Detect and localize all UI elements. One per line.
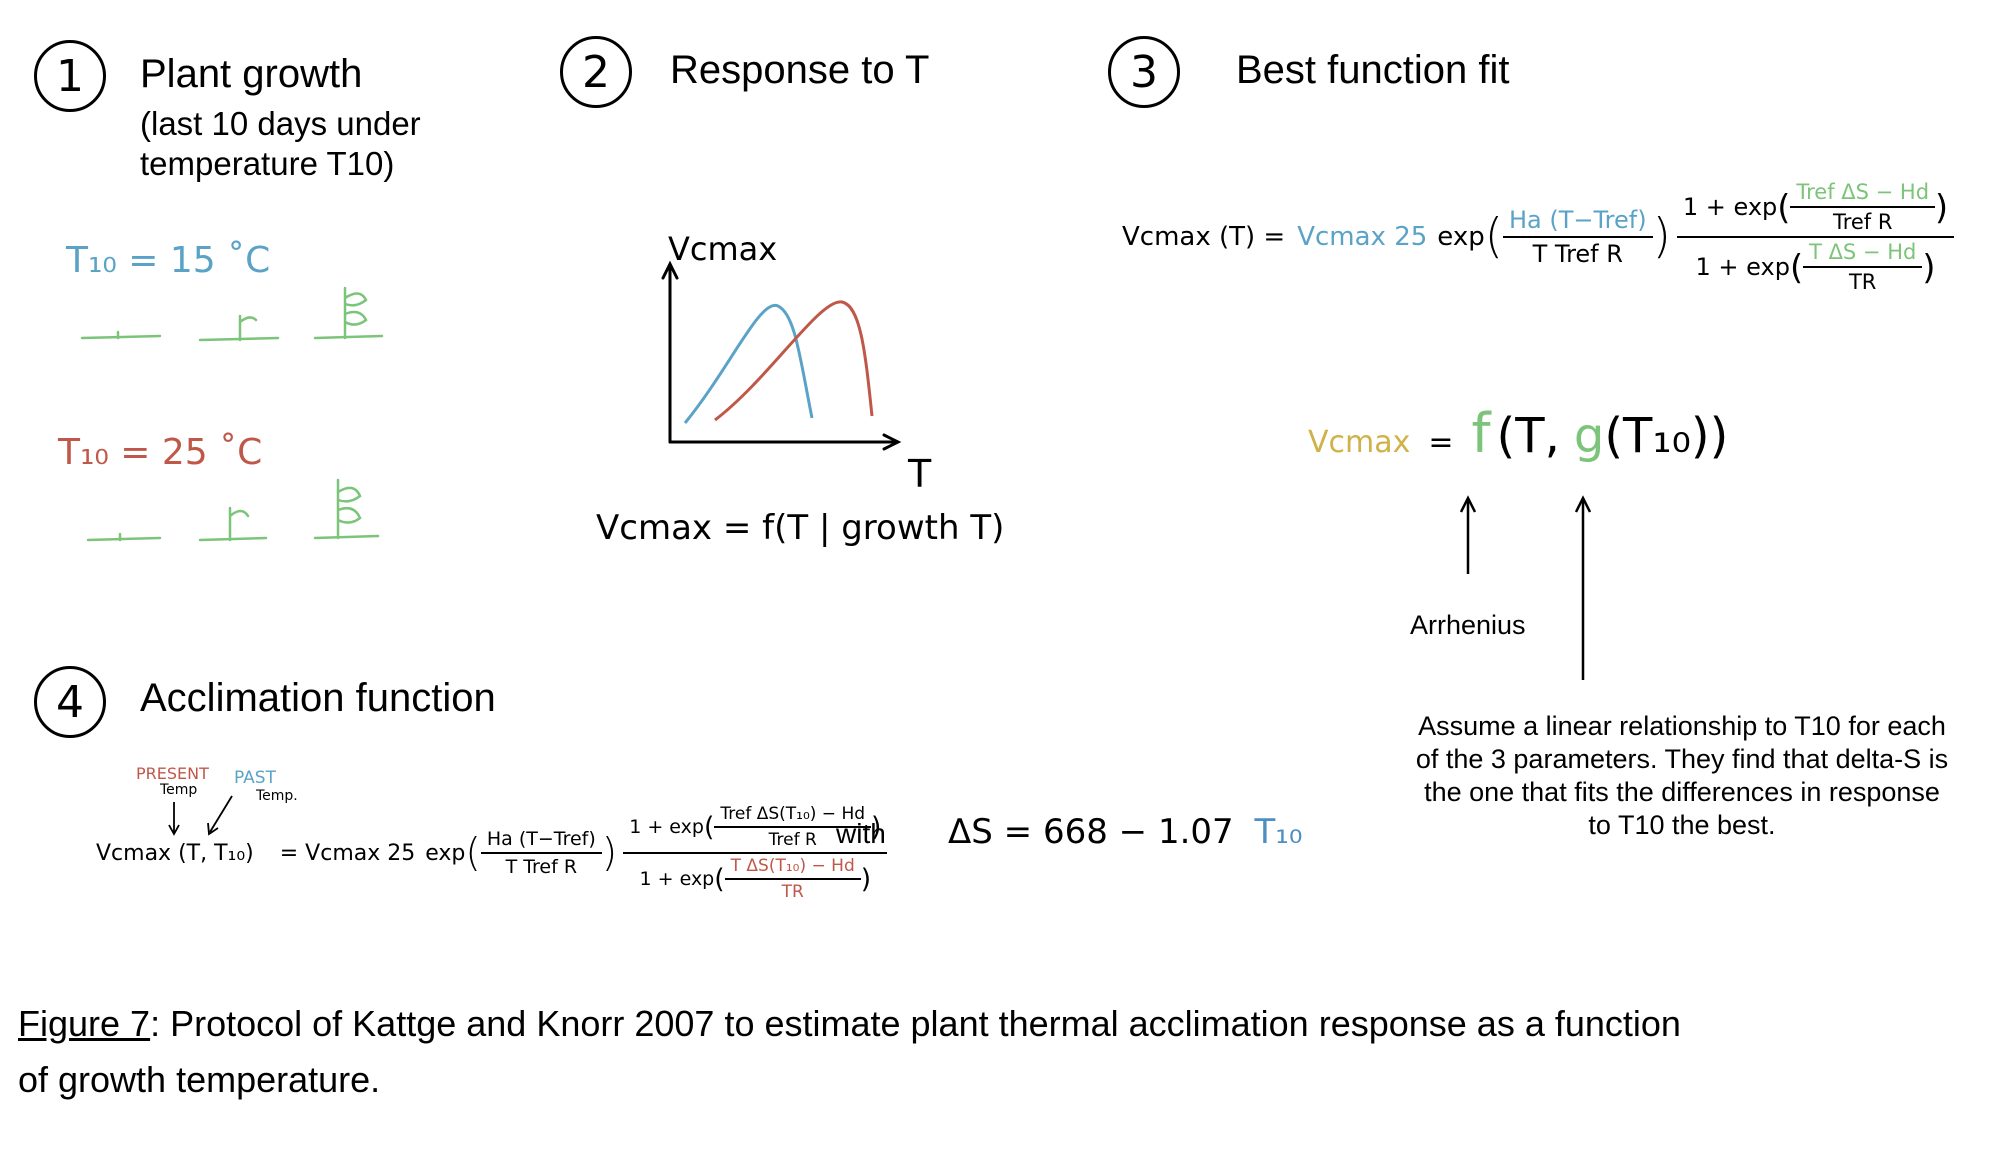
panel-2-y-axis-label: Vcmax: [668, 230, 778, 268]
response-curves-plot: [661, 260, 902, 451]
panel-4-title: Acclimation function: [140, 676, 496, 720]
present-temp-label: Temp: [160, 782, 198, 798]
panel-1-subtitle-line1: (last 10 days under: [140, 105, 421, 142]
t10-warm-label: T₁₀ = 25 ˚C: [58, 432, 263, 473]
panel-2-equation: Vcmax = f(T | growth T): [596, 508, 1005, 548]
figure-caption: Figure 7: Protocol of Kattge and Knorr 2…: [18, 996, 1978, 1108]
panel-3-arr-den: T Tref R: [1532, 240, 1623, 268]
warm-seedling-ground: [86, 536, 162, 542]
panel-4-lhs: Vcmax (T, T₁₀): [96, 840, 254, 866]
panel-3-exp: exp: [1437, 222, 1485, 252]
assumption-note: Assume a linear relationship to T10 for …: [1392, 710, 1972, 842]
panel-3-top-inner-den: Tref R: [1832, 210, 1893, 234]
panel-4-arr-num: Ha (T−Tref): [480, 828, 602, 854]
panel-3-bot-inner-num: T ΔS − Hd: [1803, 240, 1923, 268]
assumption-line-3: the one that fits the differences in res…: [1424, 777, 1940, 807]
panel-1-subtitle-line2: temperature T10): [140, 145, 395, 182]
cold-response-curve: [683, 304, 814, 424]
panel-4-top-inner-den: Tref R: [768, 830, 817, 850]
panel-4-top-inner-num: Tref ΔS(T₁₀) − Hd: [714, 804, 872, 828]
panel-2-title: Response to T: [670, 48, 930, 92]
panel-3-f-lhs: Vcmax: [1308, 425, 1411, 460]
warm-plant-ground: [313, 534, 380, 540]
plot-axes: [661, 260, 902, 451]
panel-4-top-prefix: 1 + exp: [629, 816, 704, 838]
panel-3-f-inner: (T₁₀)): [1604, 408, 1729, 464]
caption-text: : Protocol of Kattge and Knorr 2007 to e…: [150, 1003, 1681, 1044]
caption-text-line2: of growth temperature.: [18, 1059, 381, 1100]
panel-3-g-symbol: g: [1573, 408, 1605, 464]
warm-sprout-ground: [198, 536, 268, 542]
assumption-line-2: of the 3 parameters. They find that delt…: [1415, 744, 1949, 774]
assumption-line-1: Assume a linear relationship to T10 for …: [1418, 711, 1946, 741]
panel-3-coef: Vcmax 25: [1297, 222, 1428, 252]
panel-3-bot-prefix: 1 + exp: [1695, 253, 1790, 281]
panel-4-number: 4: [34, 666, 106, 738]
warm-response-curve: [714, 300, 874, 422]
cold-plant-stages: [80, 286, 384, 342]
warm-plant-stages: [86, 478, 380, 542]
panel-3-top-inner-num: Tref ΔS − Hd: [1790, 180, 1936, 208]
panel-3-number: 3: [1108, 36, 1180, 108]
panel-3-arrhenius-fraction: Ha (T−Tref) T Tref R: [1503, 206, 1653, 268]
arrhenius-label: Arrhenius: [1410, 610, 1526, 640]
panel-4-equation: Vcmax (T, T₁₀) = Vcmax 25 exp ( Ha (T−Tr…: [96, 804, 888, 902]
past-label: PAST: [234, 768, 276, 788]
with-label: with: [836, 818, 886, 849]
cold-seedling-ground: [80, 334, 162, 340]
panel-3-f-open: (T,: [1496, 408, 1560, 464]
plant-growth-sketches: [80, 286, 384, 542]
panel-4-bot-inner-num: T ΔS(T₁₀) − Hd: [724, 856, 861, 880]
t10-cold-label: T₁₀ = 15 ˚C: [66, 240, 271, 281]
panel-3-top-prefix: 1 + exp: [1682, 193, 1778, 221]
panel-3-f-symbol: f: [1471, 402, 1491, 465]
panel-4-eq: = Vcmax 25: [279, 840, 416, 866]
panel-3-title: Best function fit: [1236, 48, 1510, 92]
panel-4-bot-inner-den: TR: [781, 882, 804, 902]
panel-4-arr-den: T Tref R: [505, 856, 578, 878]
delta-s-equation: ΔS = 668 − 1.07 T₁₀: [948, 812, 1303, 852]
panel-3-f-equation: Vcmax = f (T, g (T₁₀)): [1308, 402, 1728, 465]
assumption-line-4: to T10 the best.: [1588, 810, 1776, 840]
panel-3-bot-inner-den: TR: [1848, 270, 1877, 294]
panel-4-arrhenius-fraction: Ha (T−Tref) T Tref R: [480, 828, 602, 878]
panel-4-bot-prefix: 1 + exp: [639, 868, 715, 890]
panel-3-lhs: Vcmax (T) =: [1122, 222, 1286, 252]
cold-plant-ground: [313, 334, 384, 340]
delta-s-expression: ΔS = 668 − 1.07: [948, 812, 1234, 852]
panel-3-arrows: [1459, 495, 1592, 680]
present-past-arrows: [168, 795, 233, 836]
figure-label: Figure 7: [18, 1003, 151, 1044]
delta-s-t10: T₁₀: [1254, 812, 1303, 852]
panel-3-deactivation-fraction: 1 + exp ( Tref ΔS − Hd Tref R ) 1 + exp …: [1676, 180, 1955, 294]
panel-2-number: 2: [560, 36, 632, 108]
panel-1-title: Plant growth: [140, 52, 363, 96]
past-temp-label: Temp.: [256, 788, 298, 804]
panel-3-f-eq: =: [1428, 425, 1454, 460]
panel-3-arr-num: Ha (T−Tref): [1503, 206, 1653, 238]
panel-1-number: 1: [34, 40, 106, 112]
panel-4-exp: exp: [425, 840, 466, 866]
present-label: PRESENT: [136, 764, 209, 783]
panel-4-deactivation-fraction: 1 + exp ( Tref ΔS(T₁₀) − Hd Tref R ) 1 +…: [623, 804, 888, 902]
panel-2-x-axis-label: T: [908, 452, 932, 496]
panel-3-equation: Vcmax (T) = Vcmax 25 exp ( Ha (T−Tref) T…: [1122, 180, 1955, 294]
